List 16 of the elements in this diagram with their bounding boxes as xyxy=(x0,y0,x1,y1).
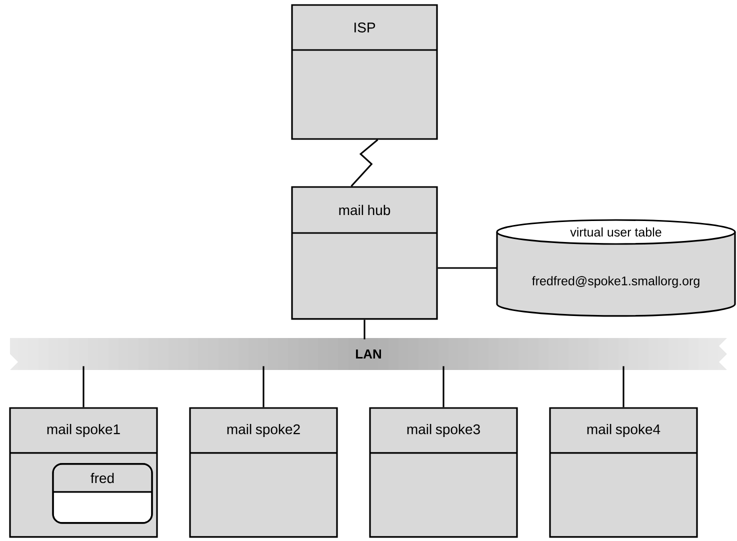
server-box: mail hub xyxy=(291,186,438,320)
connector-line xyxy=(438,267,497,269)
connector-line xyxy=(442,366,444,408)
network-band: LAN xyxy=(10,338,727,370)
connector-line xyxy=(262,366,264,408)
connector-line xyxy=(364,320,366,340)
connector-line xyxy=(82,366,84,408)
node-label: LAN xyxy=(356,350,381,358)
database-cylinder: virtual user table fredfred@spoke1.smallorg.org xyxy=(496,219,736,317)
server-box: mail spoke3 xyxy=(369,407,518,538)
server-box: ISP xyxy=(291,4,438,140)
server-box: mail spoke2 xyxy=(189,407,338,538)
user-box: fred xyxy=(52,463,153,524)
connector-line xyxy=(622,366,624,408)
server-box: mail spoke4 xyxy=(549,407,698,538)
lightning-link xyxy=(350,139,378,187)
